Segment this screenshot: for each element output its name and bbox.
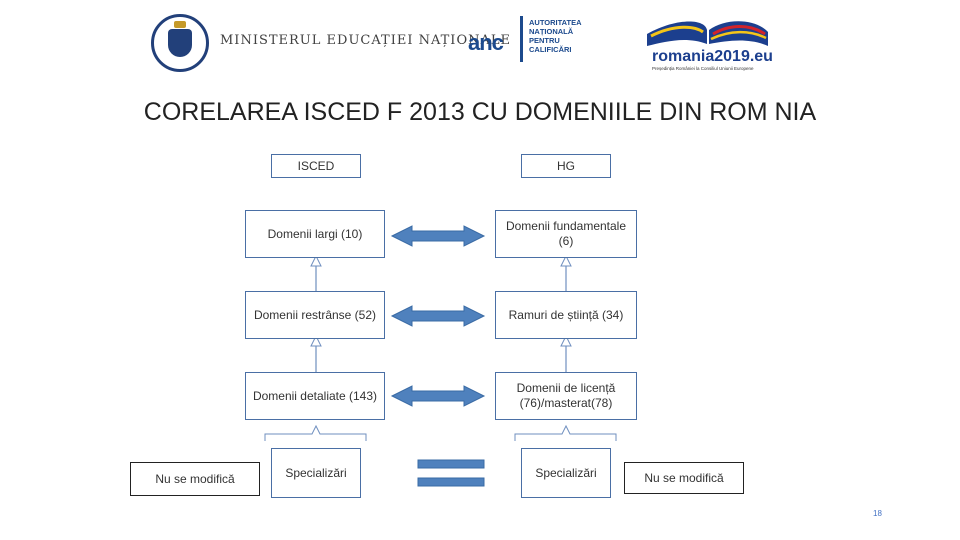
anc-line: CALIFICĂRI <box>529 45 572 54</box>
page-number: 18 <box>873 509 882 518</box>
up-arrow-left-2 <box>310 334 322 376</box>
anc-line: PENTRU <box>529 36 560 45</box>
up-arrow-right-2 <box>560 334 572 376</box>
eu-flags-icon <box>647 21 768 46</box>
crown-icon <box>174 21 186 28</box>
anc-line: NAȚIONALĂ <box>529 27 574 36</box>
hg-box: Specializări <box>521 448 611 498</box>
double-arrow-1 <box>390 225 486 247</box>
government-emblem-icon <box>151 14 209 72</box>
brace-left <box>264 424 367 441</box>
left-note: Nu se modifică <box>130 462 260 496</box>
page-title: CORELAREA ISCED F 2013 CU DOMENIILE DIN … <box>143 98 817 126</box>
up-arrow-left-1 <box>310 254 322 296</box>
isced-header: ISCED <box>271 154 361 178</box>
double-arrow-2 <box>390 305 486 327</box>
isced-box: Domenii largi (10) <box>245 210 385 258</box>
up-arrow-right-1 <box>560 254 572 296</box>
hg-box: Ramuri de știință (34) <box>495 291 637 339</box>
brace-right <box>514 424 617 441</box>
romania-subtitle: Președinția României la Consiliul Uniuni… <box>652 66 754 71</box>
hg-box: Domenii fundamentale (6) <box>495 210 637 258</box>
anc-line: AUTORITATEA <box>529 18 582 27</box>
right-note: Nu se modifică <box>624 462 744 494</box>
anc-divider <box>520 16 523 62</box>
double-arrow-3 <box>390 385 486 407</box>
eagle-icon <box>168 29 192 57</box>
isced-box: Domenii restrânse (52) <box>245 291 385 339</box>
hg-box: Domenii de licență (76)/masterat(78) <box>495 372 637 420</box>
anc-logo: anc <box>468 30 504 55</box>
ministry-name: MINISTERUL EDUCAȚIEI NAȚIONALE <box>220 33 511 48</box>
romania-logo: romania2019.eu <box>652 48 773 65</box>
isced-box: Domenii detaliate (143) <box>245 372 385 420</box>
hg-header: HG <box>521 154 611 178</box>
anc-text: AUTORITATEA NAȚIONALĂ PENTRU CALIFICĂRI <box>529 18 599 54</box>
isced-box: Specializări <box>271 448 361 498</box>
equals-icon <box>417 459 485 487</box>
